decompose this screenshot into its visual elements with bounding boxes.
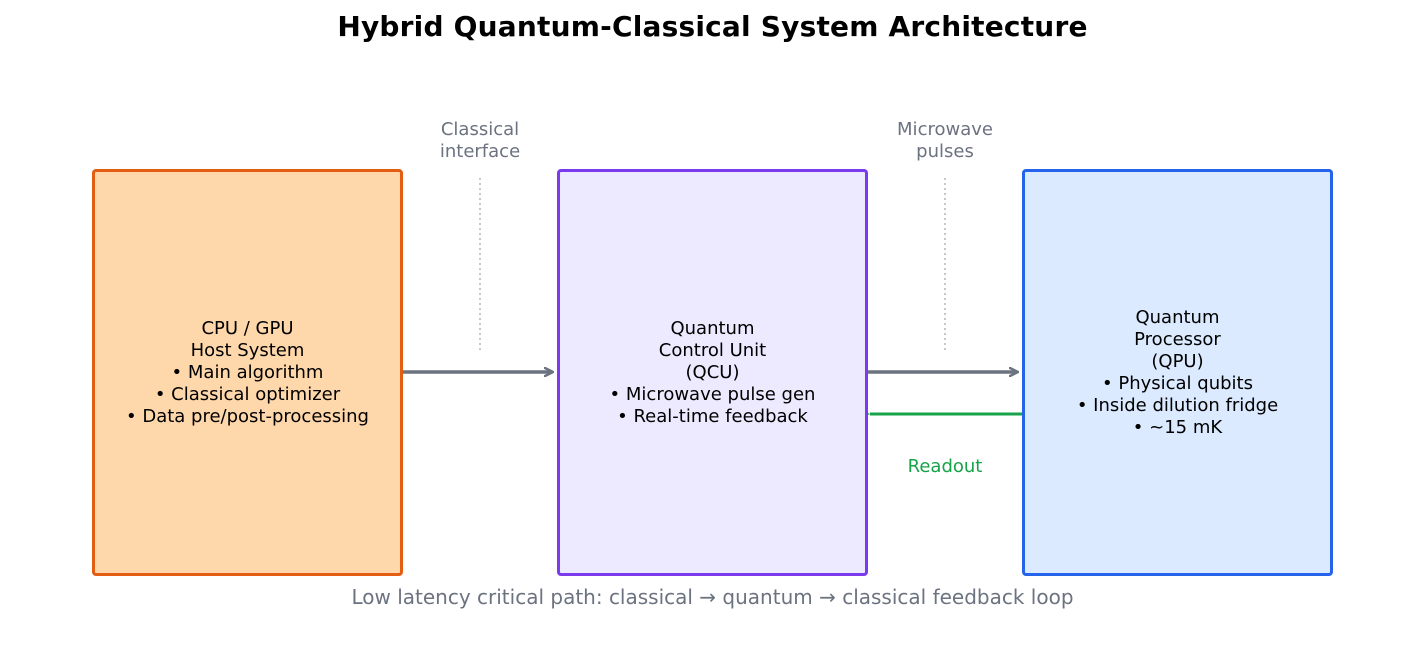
qpu-line-3: (QPU) <box>1151 350 1204 372</box>
qpu-line-5: • Inside dilution fridge <box>1076 394 1279 416</box>
qcu-line-4: • Microwave pulse gen <box>609 383 816 405</box>
classical-interface-label: Classical interface <box>400 119 560 163</box>
host-line-3: • Main algorithm <box>171 361 324 383</box>
quantum-control-unit-box: Quantum Control Unit (QCU) • Microwave p… <box>557 169 868 576</box>
classical-interface-line-2: interface <box>439 141 521 162</box>
qcu-line-3: (QCU) <box>685 361 740 383</box>
readout-label: Readout <box>907 456 983 477</box>
diagram-title: Hybrid Quantum-Classical System Architec… <box>337 10 1088 43</box>
qpu-line-2: Processor <box>1134 328 1221 350</box>
microwave-pulses-line-2: pulses <box>916 141 974 162</box>
host-line-5: • Data pre/post-processing <box>126 405 369 427</box>
qpu-line-6: • ~15 mK <box>1132 416 1223 438</box>
qcu-line-5: • Real-time feedback <box>617 405 808 427</box>
host-line-2: Host System <box>190 339 305 361</box>
microwave-pulses-line-1: Microwave <box>897 119 993 140</box>
host-line-4: • Classical optimizer <box>154 383 341 405</box>
microwave-pulses-label: Microwave pulses <box>865 119 1025 163</box>
host-system-box: CPU / GPU Host System • Main algorithm •… <box>92 169 403 576</box>
qpu-line-1: Quantum <box>1135 306 1220 328</box>
qcu-line-1: Quantum <box>670 317 755 339</box>
host-line-1: CPU / GPU <box>201 317 294 339</box>
classical-interface-line-1: Classical <box>440 119 520 140</box>
qpu-line-4: • Physical qubits <box>1102 372 1253 394</box>
footer-caption: Low latency critical path: classical → q… <box>351 585 1074 609</box>
qcu-line-2: Control Unit <box>658 339 767 361</box>
quantum-processor-box: Quantum Processor (QPU) • Physical qubit… <box>1022 169 1333 576</box>
